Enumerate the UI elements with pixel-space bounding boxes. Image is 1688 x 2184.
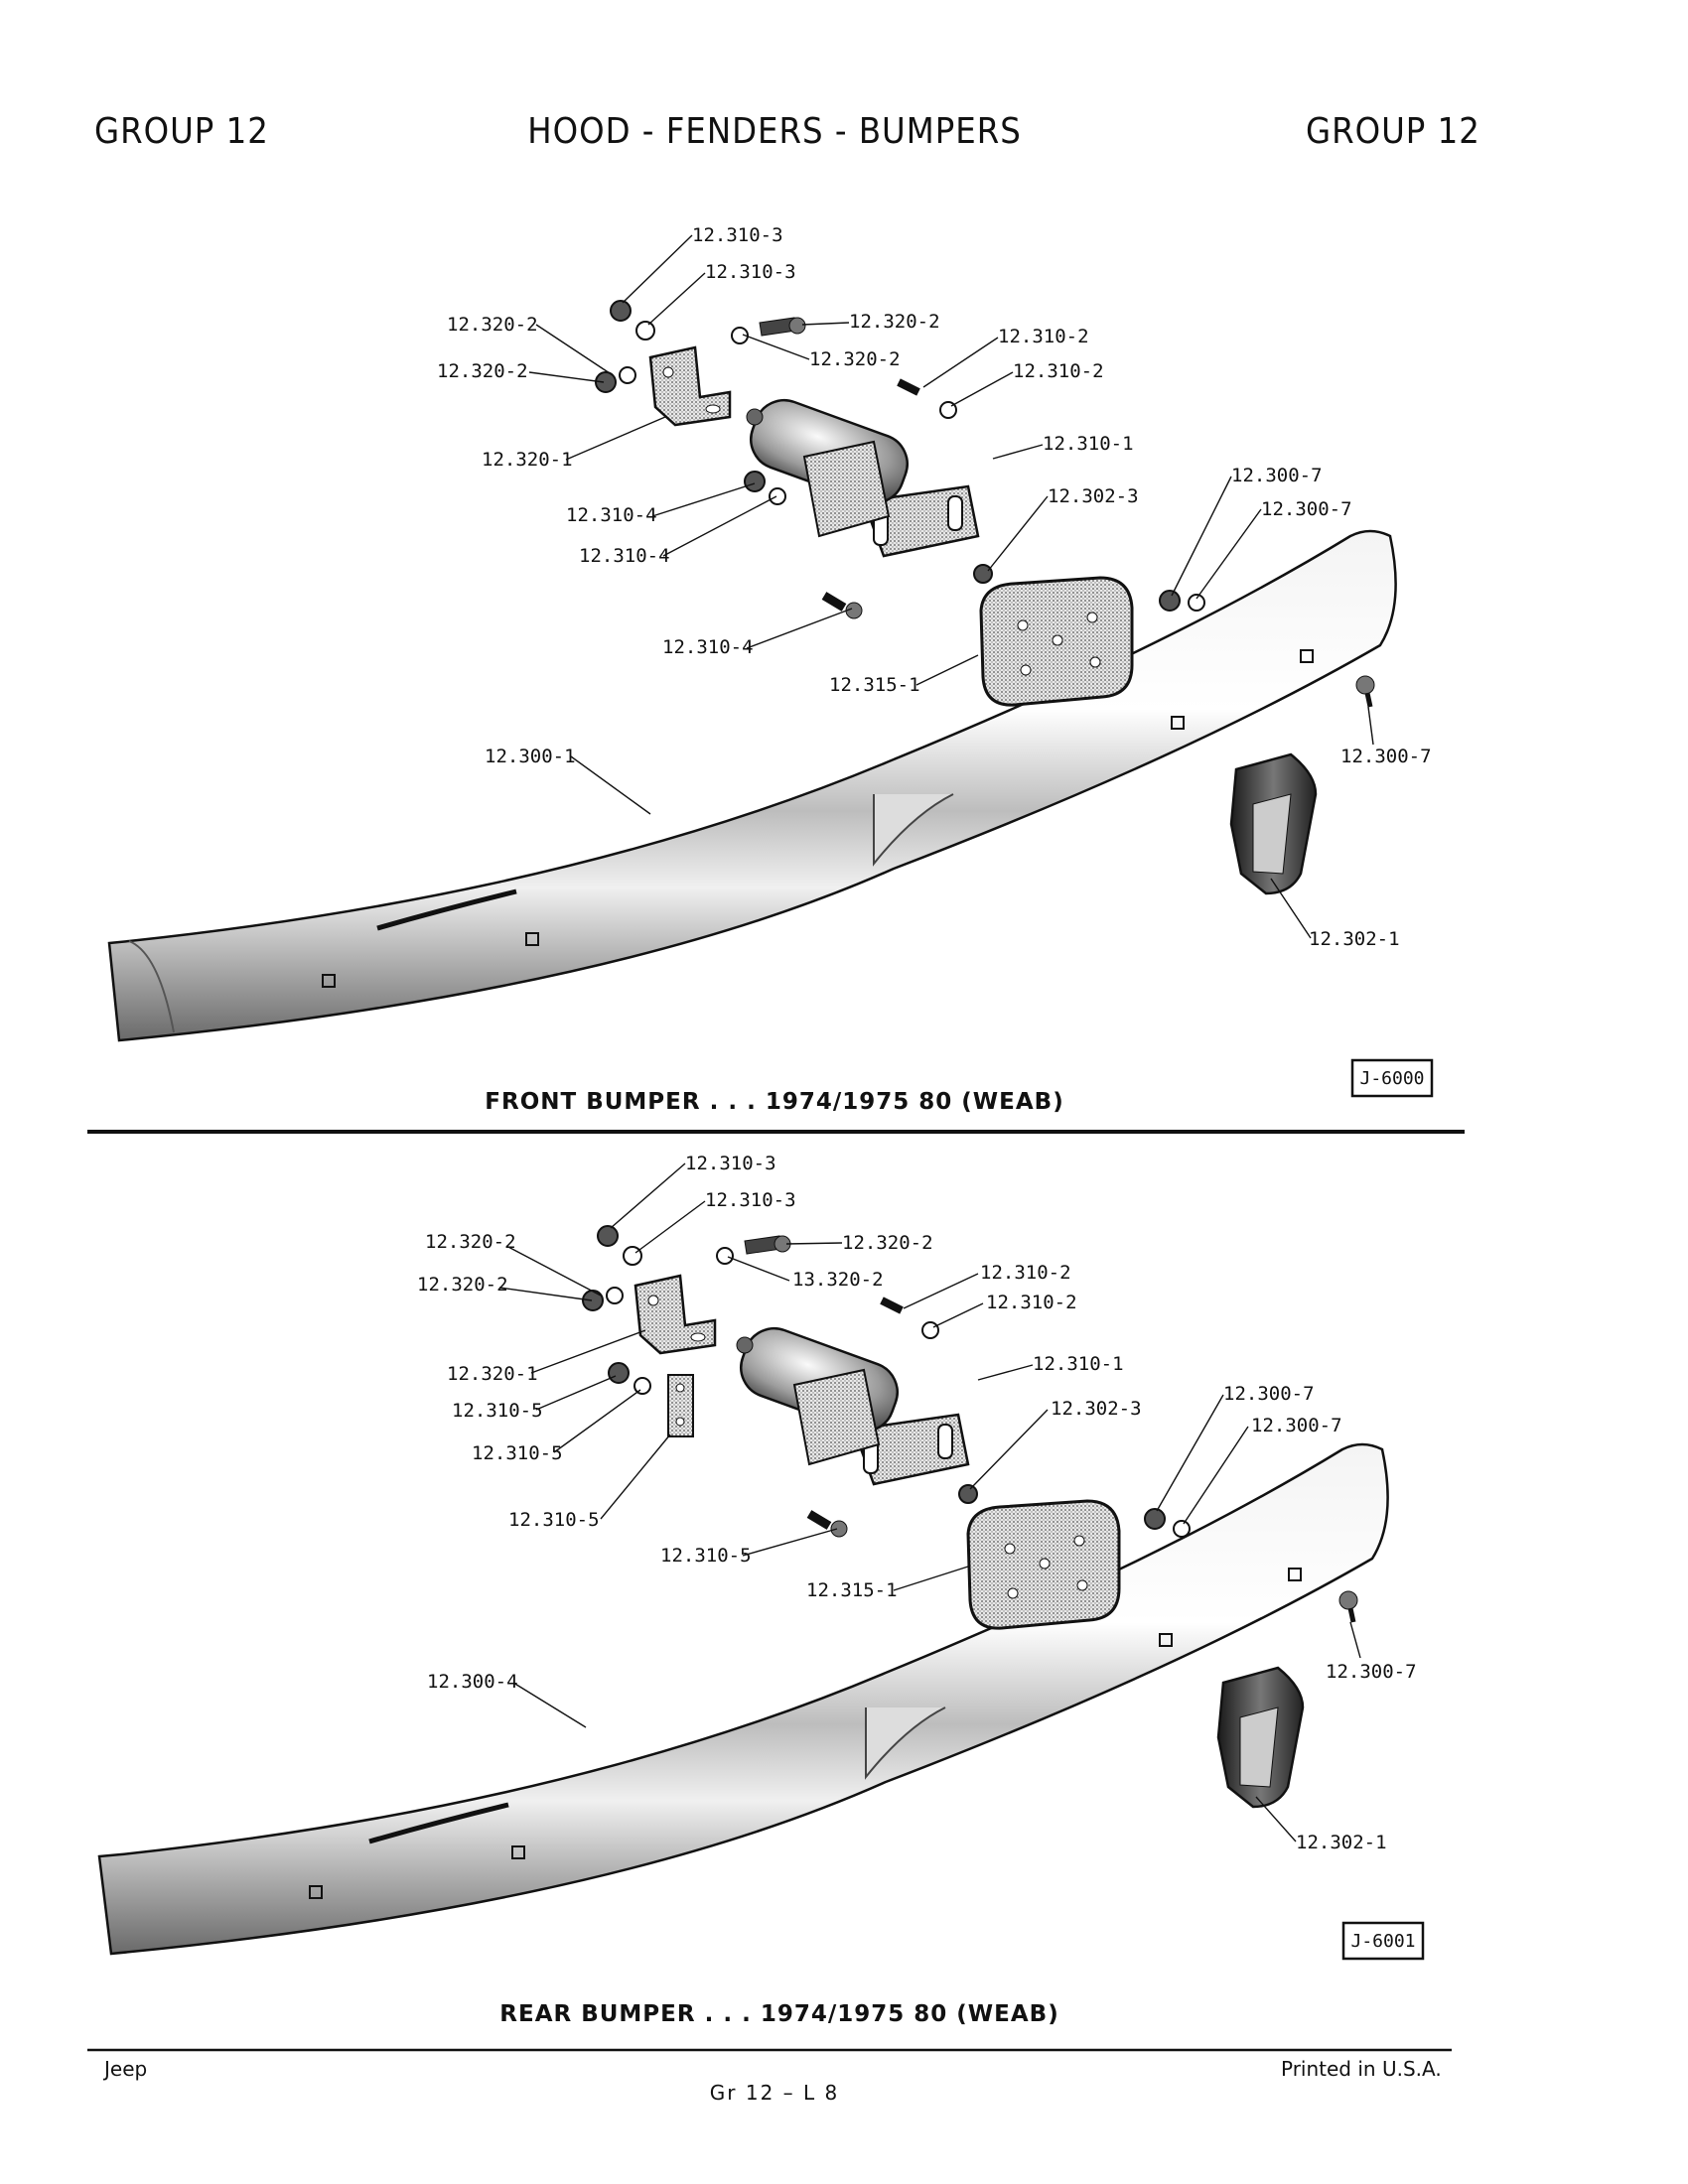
- part-label: 12.300-1: [485, 746, 576, 767]
- front-angle-bracket: [648, 345, 732, 427]
- footer-printed: Printed in U.S.A.: [1281, 2057, 1442, 2081]
- front-bumper-guard: [1229, 752, 1318, 895]
- part-label: 12.310-3: [685, 1153, 776, 1174]
- front-pad: [979, 576, 1134, 707]
- part-label: 12.310-2: [1013, 360, 1104, 382]
- part-label: 12.310-2: [998, 326, 1089, 347]
- rear-caption: REAR BUMPER . . . 1974/1975 80 (WEAB): [499, 2001, 1058, 2027]
- front-bumper-assembly: 12.310-3 12.310-3 12.320-2 12.320-2 12.3…: [107, 224, 1434, 1115]
- front-part-labels: 12.310-3 12.310-3 12.320-2 12.320-2 12.3…: [437, 224, 1432, 950]
- part-label: 12.320-2: [447, 314, 538, 336]
- front-shock-absorber: [746, 398, 909, 538]
- rear-pad: [966, 1499, 1121, 1630]
- front-caption: FRONT BUMPER . . . 1974/1975 80 (WEAB): [485, 1089, 1063, 1115]
- part-label: 12.310-5: [508, 1509, 600, 1531]
- front-figure-code-box: [1350, 1058, 1434, 1098]
- footer-page-number: Gr 12 – L 8: [709, 2081, 840, 2105]
- rear-hardware: [582, 1225, 1358, 1623]
- rear-figure-code: J-6001: [1350, 1931, 1415, 1952]
- part-label: 12.310-3: [705, 1189, 796, 1211]
- rear-leader-lines: [498, 1162, 1361, 1843]
- part-label: 12.310-3: [692, 224, 783, 246]
- part-label: 12.315-1: [829, 674, 920, 696]
- header-group-right: GROUP 12: [1306, 111, 1480, 152]
- footer-brand: Jeep: [104, 2057, 148, 2081]
- part-label: 12.300-7: [1251, 1415, 1342, 1436]
- part-label: 12.320-2: [417, 1274, 508, 1296]
- front-bracket: [862, 484, 980, 558]
- rear-bumper-bar: [97, 1442, 1389, 1956]
- part-label: 12.302-3: [1051, 1398, 1142, 1420]
- front-bumper-bar: [107, 529, 1397, 1042]
- part-label: 12.300-7: [1326, 1661, 1417, 1683]
- part-label: 12.310-4: [662, 636, 754, 658]
- rear-bumper-guard: [1216, 1666, 1305, 1809]
- part-label: 12.320-2: [425, 1231, 516, 1253]
- part-label: 12.320-1: [447, 1363, 538, 1385]
- part-label: 12.302-3: [1048, 485, 1139, 507]
- part-label: 12.300-7: [1231, 465, 1323, 486]
- part-label: 12.300-7: [1340, 746, 1432, 767]
- header-group-left: GROUP 12: [94, 111, 269, 152]
- part-label: 12.320-2: [437, 360, 528, 382]
- part-label: 12.300-7: [1261, 498, 1352, 520]
- part-label: 12.315-1: [806, 1579, 898, 1601]
- rear-bumper-assembly: 12.310-3 12.310-3 12.320-2 12.320-2 13.3…: [97, 1153, 1425, 2027]
- part-label: 12.310-5: [452, 1400, 543, 1422]
- part-label: 12.320-2: [849, 311, 940, 333]
- part-label: 12.310-2: [980, 1262, 1071, 1284]
- rear-part-labels: 12.310-3 12.310-3 12.320-2 12.320-2 13.3…: [417, 1153, 1417, 1853]
- front-hardware: [595, 300, 1375, 708]
- part-label: 12.310-4: [579, 545, 670, 567]
- part-label: 12.310-5: [472, 1442, 563, 1464]
- rear-shock-absorber: [736, 1326, 899, 1466]
- part-label: 12.310-4: [566, 504, 657, 526]
- part-label: 12.300-7: [1223, 1383, 1315, 1405]
- rear-spacer-plate: [667, 1374, 694, 1437]
- part-label: 12.310-3: [705, 261, 796, 283]
- part-label: 12.320-2: [809, 348, 901, 370]
- part-label: 12.310-1: [1033, 1353, 1124, 1375]
- part-label: 12.302-1: [1296, 1832, 1387, 1853]
- rear-figure-code-box: [1341, 1921, 1425, 1961]
- part-label: 12.300-4: [427, 1671, 518, 1693]
- part-label: 12.310-5: [660, 1545, 752, 1567]
- page-title: HOOD - FENDERS - BUMPERS: [527, 111, 1022, 152]
- part-label: 12.302-1: [1309, 928, 1400, 950]
- part-label: 12.310-1: [1043, 433, 1134, 455]
- part-label: 12.320-2: [842, 1232, 933, 1254]
- front-leader-lines: [528, 234, 1374, 939]
- rear-angle-bracket: [633, 1274, 717, 1355]
- part-label: 12.310-2: [986, 1292, 1077, 1313]
- part-label: 12.320-1: [482, 449, 573, 471]
- part-label: 13.320-2: [792, 1269, 884, 1291]
- front-figure-code: J-6000: [1359, 1068, 1424, 1089]
